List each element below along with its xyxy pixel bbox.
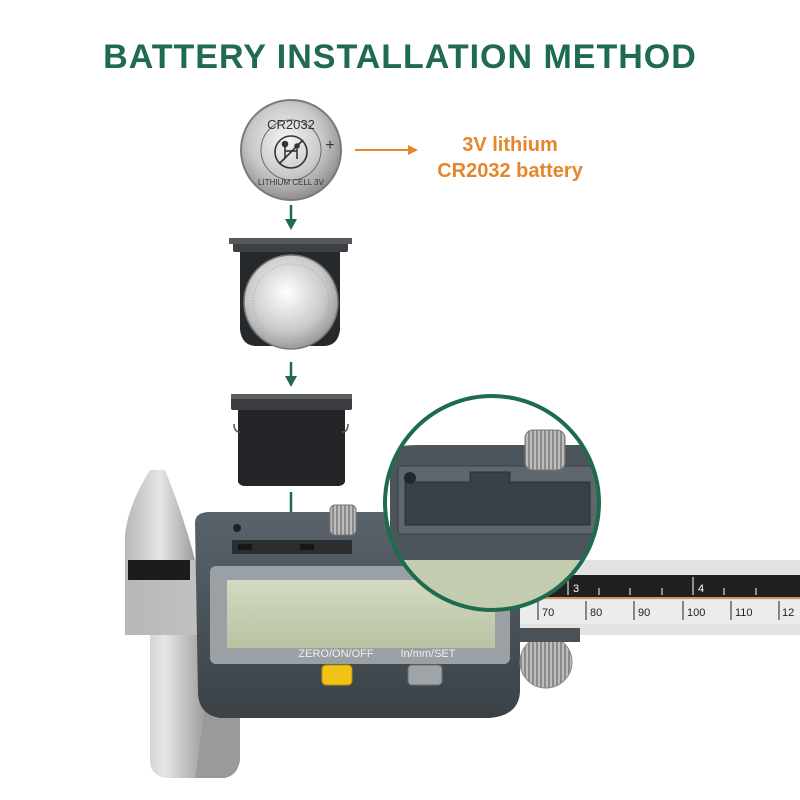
battery-callout: 3V lithium CR2032 battery xyxy=(410,132,610,184)
upper-fixed-jaw xyxy=(125,470,195,560)
mm-scale-labels: 70 80 90 100 110 12 xyxy=(542,607,794,619)
mm-mark-120: 12 xyxy=(782,607,794,619)
body-battery-slot xyxy=(232,540,352,554)
coin-model-text: CR2032 xyxy=(267,117,315,132)
unit-set-label: In/mm/SET xyxy=(400,648,455,660)
inch-scale-strip xyxy=(520,575,800,597)
mm-mark-70: 70 xyxy=(542,607,554,619)
battery-holder-with-cell xyxy=(229,238,352,350)
battery-callout-line2: CR2032 battery xyxy=(437,160,583,182)
mm-mark-110: 110 xyxy=(735,607,753,619)
mm-scale-strip xyxy=(520,600,800,624)
callout-arrow xyxy=(355,145,418,155)
coin-cell-battery: CR2032 LITHIUM CELL 3V + xyxy=(240,99,342,201)
thumb-roller[interactable] xyxy=(519,635,573,689)
coin-ring-text: LITHIUM CELL 3V xyxy=(258,178,325,187)
body-screw-hole xyxy=(233,524,241,532)
battery-callout-line1: 3V lithium xyxy=(462,134,558,156)
inch-scale-labels: 3 4 xyxy=(573,583,704,595)
inch-mark-3: 3 xyxy=(573,583,579,595)
installed-coin-cell xyxy=(243,254,339,350)
inch-mark-4: 4 xyxy=(698,583,704,595)
mm-mark-100: 100 xyxy=(687,607,705,619)
page-title: BATTERY INSTALLATION METHOD xyxy=(103,38,697,76)
mm-mark-80: 80 xyxy=(590,607,602,619)
battery-cover xyxy=(231,394,352,486)
mm-mark-90: 90 xyxy=(638,607,650,619)
zoom-detail-callout xyxy=(383,394,601,612)
lower-fixed-jaw xyxy=(125,635,205,778)
down-arrow-1 xyxy=(285,205,297,230)
unit-set-button[interactable] xyxy=(407,664,443,686)
coin-plus-sign: + xyxy=(325,137,334,154)
zero-on-off-button[interactable] xyxy=(321,664,353,686)
zero-on-off-label: ZERO/ON/OFF xyxy=(298,648,373,660)
child-warning-icon xyxy=(274,135,308,169)
down-arrow-2 xyxy=(285,362,297,387)
lock-screw-knob[interactable] xyxy=(329,504,357,536)
